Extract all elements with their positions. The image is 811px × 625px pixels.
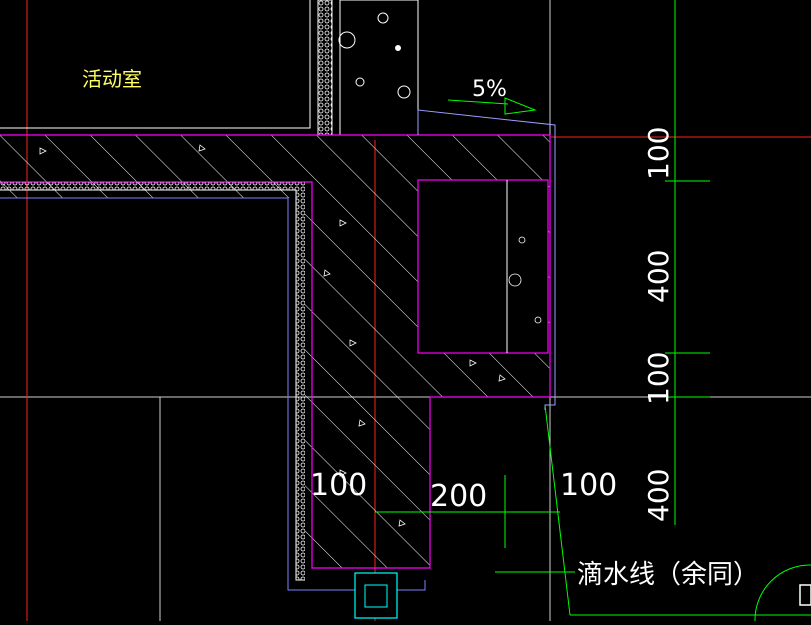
dim-h-1: 100 [310, 468, 367, 503]
slope-arrow-icon [447, 97, 537, 115]
dim-h-3: 100 [560, 468, 617, 503]
structure-outline [0, 109, 556, 591]
aggregate-marks [39, 144, 542, 527]
dim-v-3: 100 [642, 352, 675, 405]
slope-label: 5% [472, 77, 507, 102]
drip-note: 滴水线（余同） [577, 560, 759, 590]
column-symbol [354, 572, 398, 619]
edge-symbol [799, 584, 811, 606]
dim-v-4: 400 [642, 469, 675, 522]
dim-v-1: 100 [642, 127, 675, 180]
dim-h-2: 200 [430, 479, 487, 514]
dimension-lines [375, 0, 811, 622]
upper-slab [338, 0, 419, 136]
dim-v-2: 400 [642, 250, 675, 303]
room-label: 活动室 [82, 67, 142, 91]
